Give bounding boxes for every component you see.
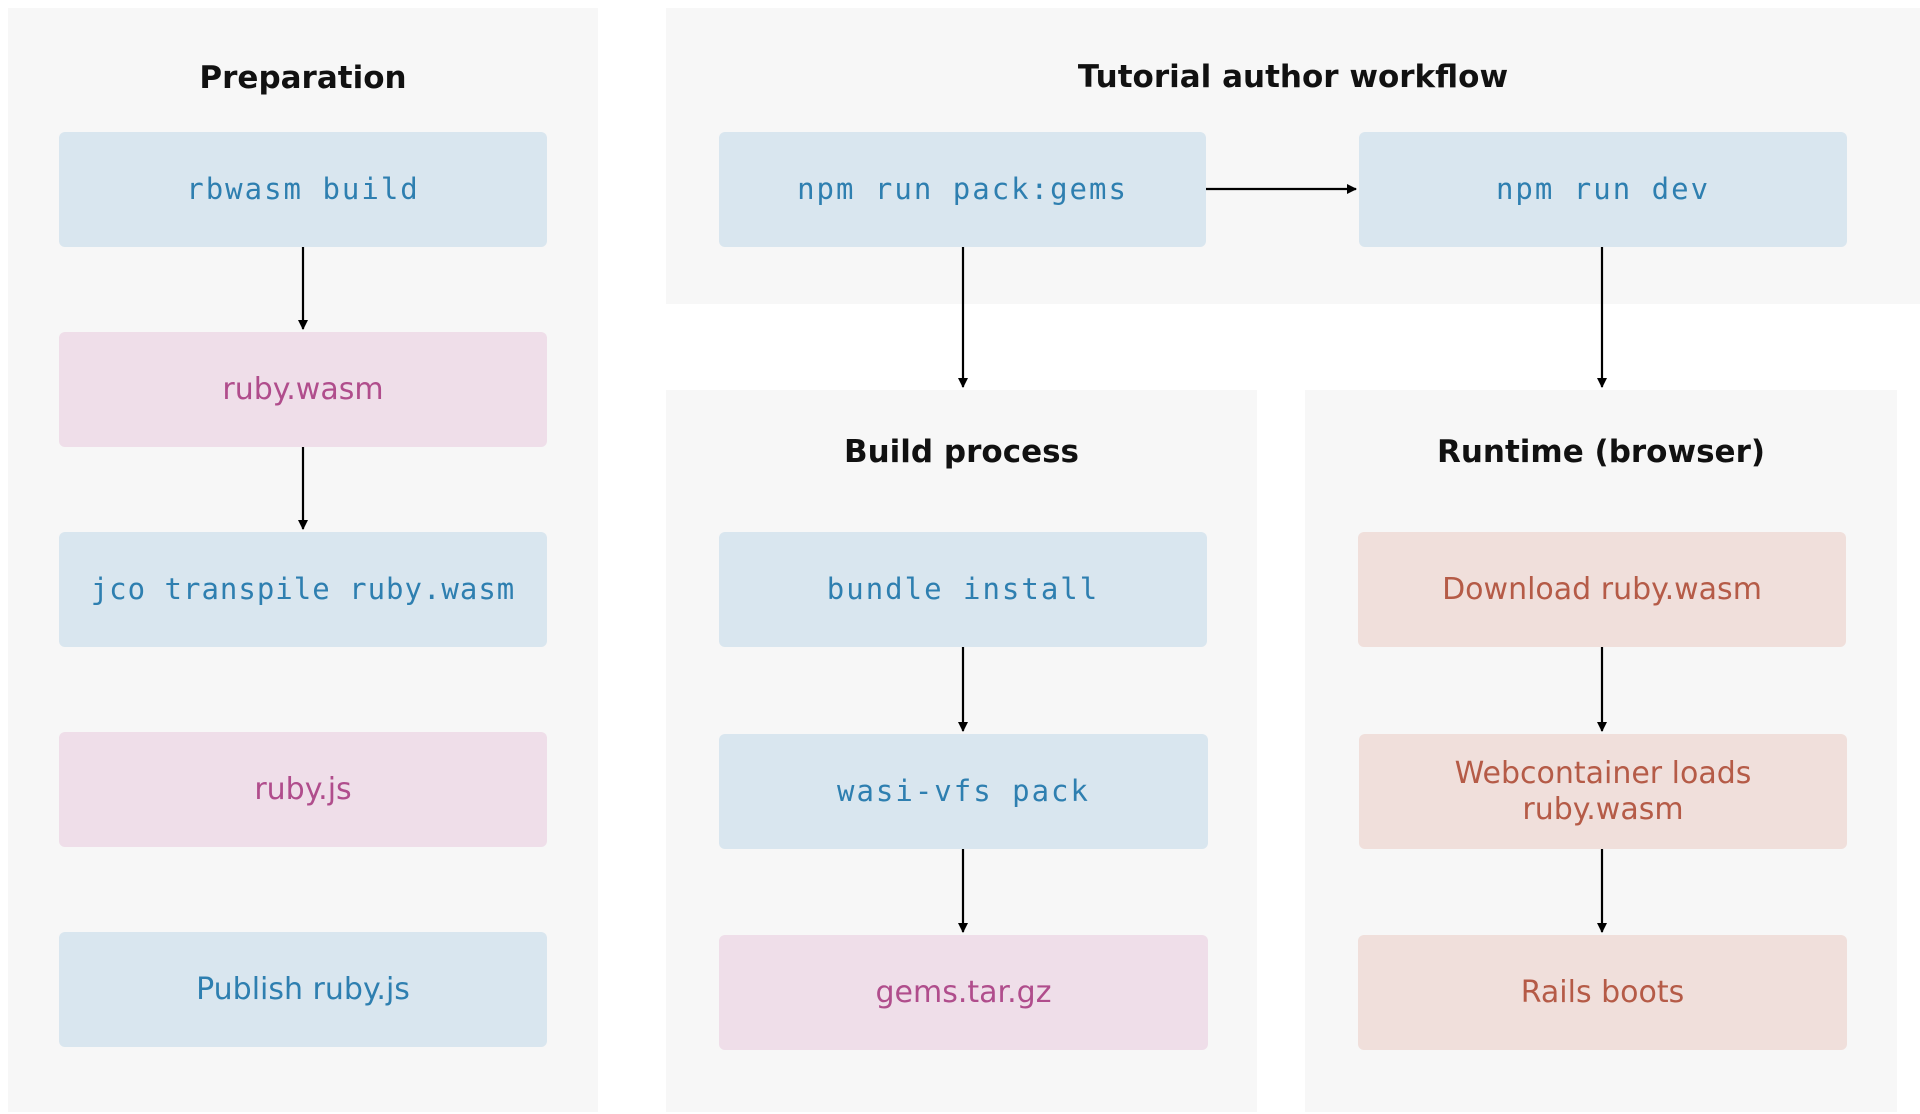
wasi-vfs-pack-label: wasi-vfs pack (837, 774, 1090, 809)
bundle-install-node: bundle install (719, 532, 1207, 647)
runtime-title: Runtime (browser) (1436, 434, 1766, 470)
gems-tar-label: gems.tar.gz (875, 974, 1052, 1010)
rails-boots-label: Rails boots (1520, 974, 1685, 1010)
preparation-title: Preparation (199, 60, 407, 96)
jco-transpile-label: jco transpile ruby.wasm (90, 572, 516, 607)
gems-tar-node: gems.tar.gz (719, 935, 1208, 1050)
webcontainer-loads-label: Webcontainer loads ruby.wasm (1454, 755, 1752, 827)
publish-ruby-js-label: Publish ruby.js (196, 971, 410, 1007)
ruby-js-node: ruby.js (59, 732, 547, 847)
npm-run-dev-label: npm run dev (1495, 172, 1711, 207)
jco-transpile-node: jco transpile ruby.wasm (59, 532, 547, 647)
npm-pack-gems-node: npm run pack:gems (719, 132, 1206, 247)
build-process-title: Build process (843, 434, 1079, 470)
publish-ruby-js-node: Publish ruby.js (59, 932, 547, 1047)
download-wasm-label: Download ruby.wasm (1442, 571, 1762, 607)
npm-run-dev-node: npm run dev (1359, 132, 1847, 247)
webcontainer-loads-node: Webcontainer loads ruby.wasm (1359, 734, 1847, 849)
rbwasm-build-node: rbwasm build (59, 132, 547, 247)
download-wasm-node: Download ruby.wasm (1358, 532, 1846, 647)
rails-boots-node: Rails boots (1358, 935, 1847, 1050)
rbwasm-build-label: rbwasm build (186, 172, 420, 207)
ruby-wasm-label: ruby.wasm (222, 371, 384, 407)
workflow-title: Tutorial author workflow (1077, 59, 1509, 95)
ruby-js-label: ruby.js (254, 771, 352, 807)
wasi-vfs-pack-node: wasi-vfs pack (719, 734, 1208, 849)
ruby-wasm-node: ruby.wasm (59, 332, 547, 447)
bundle-install-label: bundle install (826, 572, 1100, 607)
npm-pack-gems-label: npm run pack:gems (797, 172, 1128, 207)
